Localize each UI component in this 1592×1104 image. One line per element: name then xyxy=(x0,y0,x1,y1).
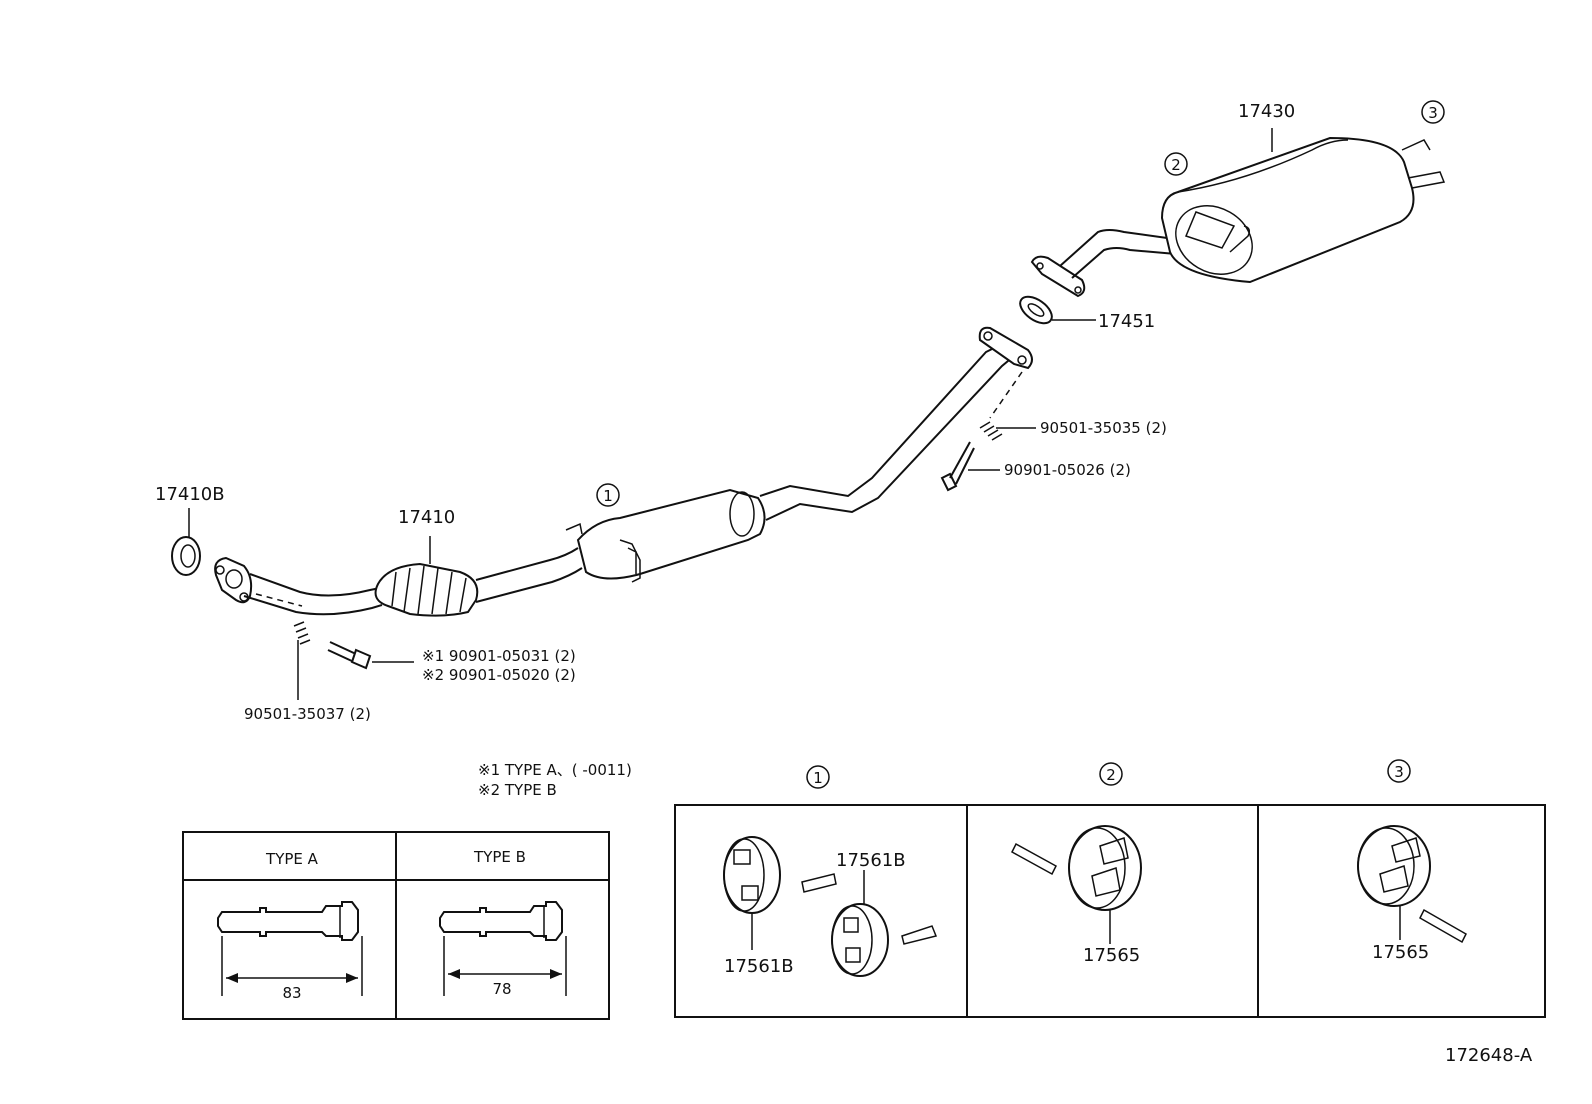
bolt-type-b-drawing xyxy=(439,901,567,996)
center-pipe-resonator xyxy=(565,326,1033,583)
label-17410b: 17410B xyxy=(155,484,225,505)
callout-3-main: 3 xyxy=(1421,100,1445,124)
bolt-90901-05026 xyxy=(940,441,1000,492)
table-header-type-b: TYPE B xyxy=(473,848,526,866)
hanger-17561b-left xyxy=(723,836,837,950)
figure-code: 172648-A xyxy=(1445,1045,1533,1066)
label-17410: 17410 xyxy=(398,507,455,528)
label-90901-05020: ※2 90901-05020 (2) xyxy=(422,666,576,684)
label-17561b-right: 17561B xyxy=(836,850,906,871)
length-type-a: 83 xyxy=(282,984,301,1002)
note-type-a: ※1 TYPE A、( -0011) xyxy=(478,761,632,779)
hanger-detail-frame xyxy=(674,804,1546,1018)
callout-1-main: 1 xyxy=(596,483,620,507)
bolt-type-a-drawing xyxy=(217,901,363,996)
note-type-b: ※2 TYPE B xyxy=(478,781,557,799)
label-17565-panel2: 17565 xyxy=(1083,945,1140,966)
front-pipe-17410 xyxy=(243,536,583,617)
callout-1-detail: 1 xyxy=(806,765,830,789)
hanger-17561b-right xyxy=(831,870,938,977)
hanger-17565-panel3 xyxy=(1357,825,1467,944)
hanger-17565-panel2 xyxy=(1011,825,1142,944)
svg-text:2: 2 xyxy=(1106,766,1116,784)
label-17430: 17430 xyxy=(1238,101,1295,122)
spring-90501-35035 xyxy=(979,421,1036,441)
callout-2-main: 2 xyxy=(1164,152,1188,176)
label-17451: 17451 xyxy=(1098,311,1155,332)
tail-pipe-muffler-17430 xyxy=(1030,128,1446,298)
label-90901-05031: ※1 90901-05031 (2) xyxy=(422,647,576,665)
front-pipe-flange xyxy=(214,556,253,604)
gasket-17451 xyxy=(1019,295,1096,325)
svg-text:3: 3 xyxy=(1428,104,1438,122)
label-90901-05026: 90901-05026 (2) xyxy=(1004,461,1131,479)
bolt-90901-05031-05020 xyxy=(327,641,414,670)
svg-text:1: 1 xyxy=(813,769,823,787)
bolt-type-table xyxy=(182,831,610,1020)
label-90501-35037: 90501-35037 (2) xyxy=(244,705,371,723)
spring-90501-35037 xyxy=(293,621,311,700)
svg-text:3: 3 xyxy=(1394,763,1404,781)
length-type-b: 78 xyxy=(492,980,511,998)
label-17565-panel3: 17565 xyxy=(1372,942,1429,963)
label-17561b-left: 17561B xyxy=(724,956,794,977)
svg-text:1: 1 xyxy=(603,487,613,505)
callout-2-detail: 2 xyxy=(1099,762,1123,786)
table-header-type-a: TYPE A xyxy=(265,850,319,868)
label-90501-35035: 90501-35035 (2) xyxy=(1040,419,1167,437)
svg-text:2: 2 xyxy=(1171,156,1181,174)
callout-3-detail: 3 xyxy=(1387,759,1411,783)
gasket-17410b xyxy=(171,508,201,576)
